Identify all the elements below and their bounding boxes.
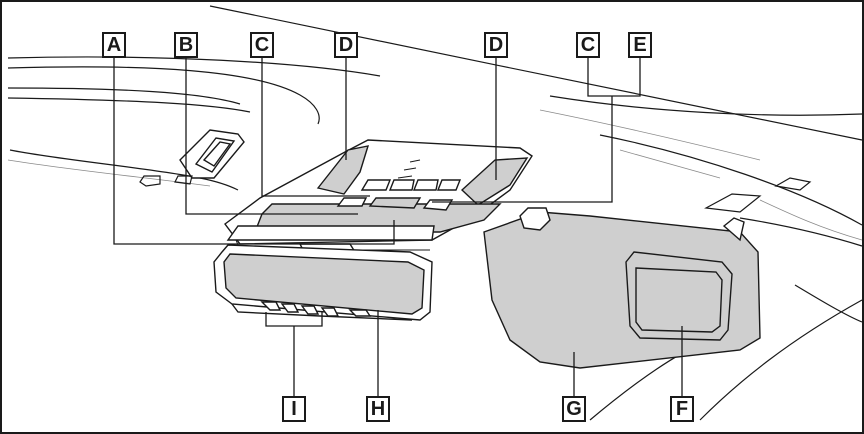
roof-pad bbox=[774, 177, 812, 191]
callout-a: A bbox=[102, 32, 126, 58]
sun-visor bbox=[483, 207, 761, 369]
callout-i: I bbox=[282, 396, 306, 422]
callout-g: G bbox=[562, 396, 586, 422]
callout-d-left: D bbox=[334, 32, 358, 58]
callout-h: H bbox=[366, 396, 390, 422]
rearview-mirror-glass bbox=[223, 253, 425, 315]
small-brackets bbox=[139, 175, 193, 187]
map-lamp-left-lens bbox=[316, 145, 370, 195]
sunvisor-clip-right bbox=[704, 193, 762, 213]
rearview-mirror bbox=[213, 243, 433, 321]
callout-d-right: D bbox=[484, 32, 508, 58]
overhead-console bbox=[224, 139, 533, 245]
callout-e: E bbox=[628, 32, 652, 58]
leader-lines bbox=[113, 58, 683, 396]
left-small-button bbox=[336, 197, 368, 207]
callout-c-left: C bbox=[250, 32, 274, 58]
callout-c-right: C bbox=[576, 32, 600, 58]
center-button bbox=[368, 197, 422, 209]
roof-faint-lines bbox=[7, 109, 863, 241]
callout-b: B bbox=[174, 32, 198, 58]
vanity-mirror-glass bbox=[635, 267, 723, 333]
sun-visor-hook bbox=[519, 207, 551, 231]
callout-f: F bbox=[670, 396, 694, 422]
dome-light bbox=[179, 129, 245, 179]
